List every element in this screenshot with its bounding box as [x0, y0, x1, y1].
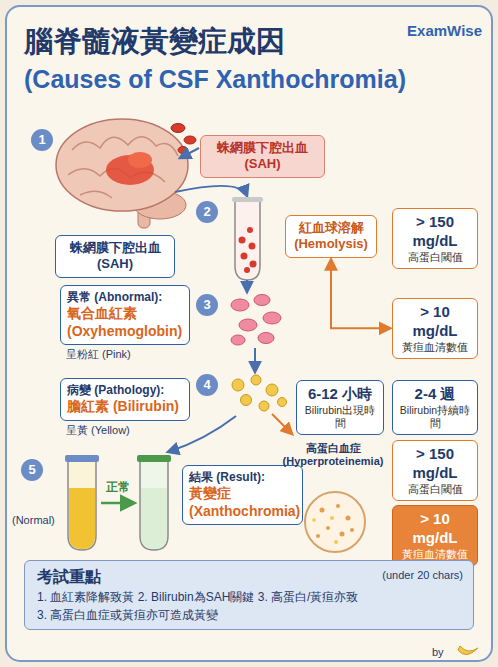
node-text: > 150 mg/dL: [399, 213, 471, 251]
test-tube: [232, 197, 263, 280]
petri-dish: [305, 492, 365, 552]
node-text: > 10 mg/dL: [399, 510, 471, 548]
threshold-box: > 150 mg/dL高蛋白閾值: [392, 208, 478, 269]
node-text: 氧合血紅素 (Oxyhemoglobin): [67, 305, 183, 340]
normal-arrow: [101, 502, 134, 505]
node-text: 結果 (Result):: [189, 470, 296, 485]
node-text: 黃疸血清數值: [399, 548, 471, 561]
node-text: 黃疸血清數值: [399, 341, 471, 354]
node-text: > 10 mg/dL: [399, 303, 471, 341]
callout-number: 2: [196, 201, 218, 223]
time-box: 2-4 週Bilirubin持續時間: [392, 380, 478, 435]
bilirubin-cells: [232, 375, 287, 411]
color-note: 呈粉紅 (Pink): [66, 348, 186, 361]
normal-label: (Normal): [12, 514, 66, 527]
node-text: 高蛋白閾值: [399, 251, 471, 264]
stage-box: 病變 (Pathology):膽紅素 (Bilirubin): [60, 378, 190, 421]
source-box: 蛛網膜下腔出血 (SAH): [200, 135, 325, 178]
callout-number: 4: [196, 374, 218, 396]
node-text: 蛛網膜下腔出血 (SAH): [207, 140, 318, 173]
node-text: 6-12 小時: [303, 385, 377, 404]
callout-number: 5: [21, 459, 43, 481]
blood-cells: [171, 124, 196, 154]
node-text: 紅血球溶解 (Hemolysis): [292, 220, 370, 253]
threshold-box: > 10 mg/dL黃疸血清數值: [392, 505, 478, 566]
callout-number: 1: [31, 129, 53, 151]
brain: [56, 119, 188, 228]
flow-arrow: [272, 414, 292, 434]
time-box: 6-12 小時Bilirubin出現時間: [296, 380, 384, 435]
node-text: 異常 (Abnormal):: [67, 290, 183, 305]
connector: [331, 260, 390, 329]
flow-arrow: [246, 280, 248, 292]
frame: [6, 6, 492, 661]
callout-number: 3: [196, 294, 218, 316]
yellow-tube: [65, 455, 99, 550]
oxyhemoglobin-cells: [231, 295, 281, 346]
brand-name: ExamWise: [392, 22, 482, 40]
flow-arrow: [175, 186, 247, 196]
node-text: 病變 (Pathology):: [67, 383, 183, 398]
threshold-box: > 10 mg/dL黃疸血清數值: [392, 298, 478, 359]
clear-tube: [137, 455, 171, 550]
threshold-box: > 150 mg/dL高蛋白閾值: [392, 440, 478, 501]
stage-box: 異常 (Abnormal):氧合血紅素 (Oxyhemoglobin): [60, 285, 190, 345]
banana-icon: [458, 646, 478, 655]
node-text: 3. 高蛋白血症或黃疸亦可造成黃變: [37, 608, 461, 623]
color-note: 呈黃 (Yellow): [66, 424, 161, 437]
pointer-arrow: [180, 148, 199, 158]
diagram-title: 腦脊髓液黃變症成因: [24, 22, 285, 62]
node-text: Bilirubin出現時間: [303, 404, 377, 430]
subtitle: (Causes of CSF Xanthochromia): [24, 64, 484, 94]
node-text: 高蛋白閾值: [399, 483, 471, 496]
node-text: > 150 mg/dL: [399, 445, 471, 483]
source-box: 蛛網膜下腔出血 (SAH): [55, 235, 175, 278]
credit: by: [432, 646, 454, 659]
node-text: 1. 血紅素降解致黃 2. Bilirubin為SAH關鍵 3. 高蛋白/黃疸亦…: [37, 590, 461, 605]
process-box: 紅血球溶解 (Hemolysis): [285, 215, 377, 258]
condition-label: 高蛋白血症 (Hyperproteinemia): [278, 442, 388, 468]
flow-arrow: [168, 416, 236, 452]
node-text: 2-4 週: [399, 385, 471, 404]
node-text: 蛛網膜下腔出血 (SAH): [62, 240, 168, 273]
result-box: 結果 (Result):黃變症 (Xanthochromia): [182, 465, 303, 525]
flow-arrow: [254, 348, 256, 372]
summary-panel: 考試重點(under 20 chars)1. 血紅素降解致黃 2. Biliru…: [24, 560, 474, 630]
node-text: 黃變症 (Xanthochromia): [189, 485, 296, 520]
node-text: 膽紅素 (Bilirubin): [67, 398, 183, 416]
node-text: Bilirubin持續時間: [399, 404, 471, 430]
node-text: (under 20 chars): [382, 569, 463, 583]
normal-label: 正常: [100, 480, 136, 494]
step-circles: [21, 129, 218, 481]
